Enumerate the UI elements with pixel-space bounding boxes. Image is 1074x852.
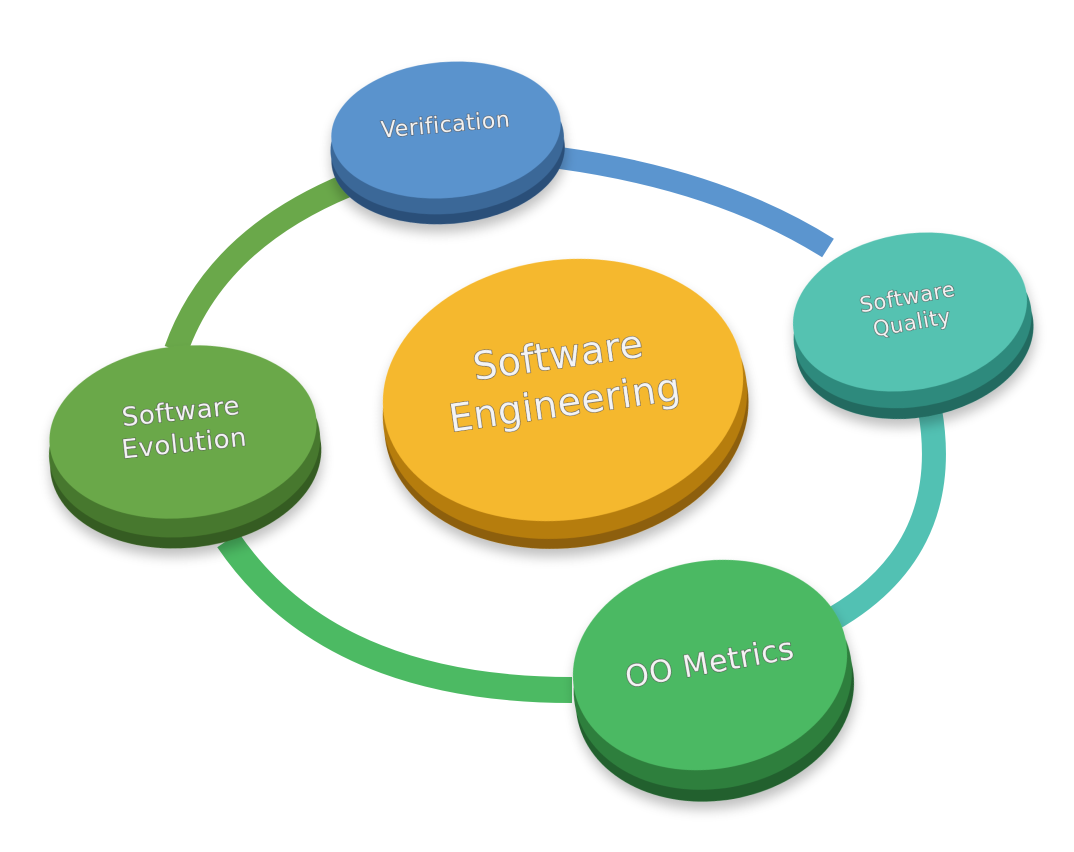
node-software-evolution-top — [49, 345, 317, 519]
ring-arc-verification-to-quality — [558, 147, 834, 258]
node-verification-top — [331, 61, 561, 199]
node-oo-metrics: OO Metrics — [572, 559, 855, 802]
node-software-quality-top — [793, 232, 1027, 392]
node-verification: Verification — [330, 61, 565, 225]
node-oo-metrics-top — [572, 559, 848, 771]
node-software-evolution: Software Evolution — [48, 345, 322, 549]
ring — [164, 147, 946, 703]
ring-arc-evolution-to-verification — [164, 173, 353, 355]
ring-arc-metrics-to-evolution — [217, 532, 573, 703]
center-node: Software Engineering — [382, 258, 749, 549]
ring-arc-quality-to-metrics — [816, 407, 946, 636]
center-node-top — [382, 258, 744, 522]
node-software-quality: Software Quality — [793, 232, 1034, 420]
